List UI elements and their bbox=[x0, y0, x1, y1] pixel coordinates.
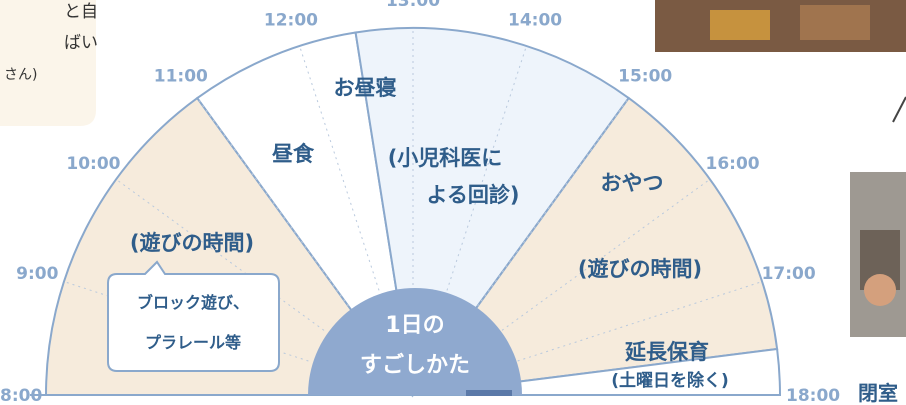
label-nap-line1: (小児科医に bbox=[388, 146, 503, 170]
hour-label: 12:00 bbox=[264, 10, 318, 30]
label-play-am: (遊びの時間) bbox=[130, 231, 254, 255]
hour-labels: 8:00 9:00 10:00 11:00 12:00 13:00 14:00 15:00 16… bbox=[0, 0, 840, 405]
note-line-3: さん) bbox=[4, 67, 37, 83]
hub-logo bbox=[466, 390, 512, 396]
label-play-pm: (遊びの時間) bbox=[578, 257, 702, 281]
callout-line-2: プラレール等 bbox=[145, 333, 241, 352]
hour-line bbox=[477, 97, 630, 307]
label-snack: おやつ bbox=[601, 171, 664, 195]
segment-snack-play bbox=[410, 96, 779, 397]
callout-bubble: ブロック遊び、 プラレール等 bbox=[107, 260, 280, 372]
hour-line bbox=[501, 178, 711, 331]
note-card: と自 ばい さん) bbox=[0, 0, 98, 126]
callout-line-1: ブロック遊び、 bbox=[137, 293, 249, 312]
label-extended-sub: (土曜日を除く) bbox=[611, 370, 729, 391]
hour-line bbox=[446, 45, 527, 291]
hour-label: 15:00 bbox=[618, 66, 672, 86]
hour-line bbox=[115, 178, 325, 331]
hour-label: 10:00 bbox=[66, 154, 120, 174]
hour-line bbox=[196, 97, 349, 307]
hub-line-2: すごしかた bbox=[360, 352, 470, 378]
hour-label: 17:00 bbox=[762, 264, 816, 284]
hour-label: 8:00 bbox=[0, 386, 42, 405]
closing-label: 閉室 bbox=[858, 381, 898, 405]
hour-label: 18:00 bbox=[786, 386, 840, 405]
hour-line bbox=[299, 45, 380, 291]
hour-line bbox=[517, 281, 763, 362]
note-line-2: ばい bbox=[64, 33, 98, 53]
hour-label: 14:00 bbox=[508, 10, 562, 30]
hour-label: 11:00 bbox=[154, 66, 208, 86]
hour-label: 9:00 bbox=[16, 264, 58, 284]
label-lunch: 昼食 bbox=[272, 142, 315, 166]
hour-label: 16:00 bbox=[705, 154, 759, 174]
hub-line-1: 1日の bbox=[385, 313, 444, 338]
hour-label: 13:00 bbox=[386, 0, 440, 11]
photo-right bbox=[850, 172, 906, 337]
label-nap-line2: よる回診) bbox=[427, 183, 520, 207]
note-line-1: と自 bbox=[64, 2, 98, 22]
pointer-line bbox=[892, 96, 906, 123]
photo-top-right bbox=[655, 0, 906, 52]
center-hub: 1日の すごしかた bbox=[308, 288, 522, 396]
label-nap: お昼寝 bbox=[334, 76, 397, 100]
label-extended: 延長保育 bbox=[624, 340, 709, 364]
